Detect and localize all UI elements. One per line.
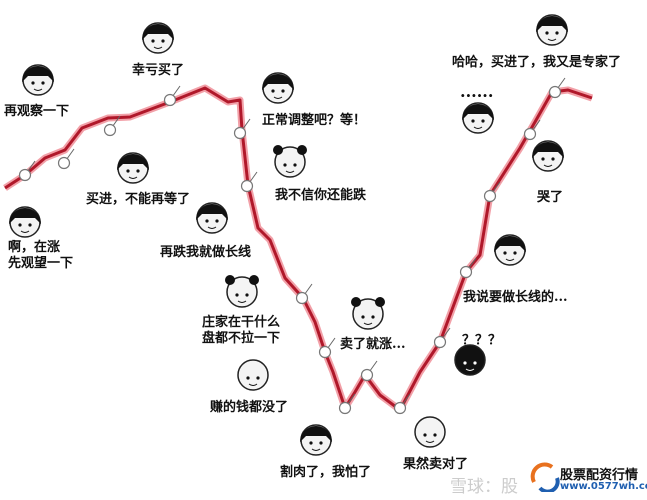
meme-face-icon — [351, 297, 385, 330]
caption-disbelief: 我不信你还能跌 — [275, 188, 367, 203]
meme-face-icon — [262, 72, 294, 104]
caption-cry: 哭了 — [537, 190, 564, 205]
logo-text: 股票配资行情 — [560, 468, 639, 483]
caption-sold-rises: 卖了就涨... — [340, 337, 406, 352]
chart-node — [233, 126, 247, 140]
caption-cut-loss: 割肉了，我怕了 — [280, 465, 372, 480]
chart-node — [523, 127, 537, 141]
caption-normal-adjust: 正常调整吧？等！ — [262, 113, 367, 128]
logo-icon — [530, 462, 560, 492]
caption-buy-in: 买进，不能再等了 — [86, 192, 191, 207]
chart-node — [103, 123, 117, 137]
price-line — [4, 86, 593, 412]
chart-node — [548, 85, 562, 99]
meme-face-icon — [494, 234, 526, 266]
chart-node — [393, 401, 407, 415]
meme-face-icon — [117, 152, 149, 184]
chart-node — [360, 368, 374, 382]
meme-face-icon — [142, 22, 174, 54]
caption-wait-rise: 啊，在涨 先观望一下 — [8, 240, 74, 271]
meme-face-icon — [414, 416, 446, 448]
caption-profit-gone: 赚的钱都没了 — [210, 400, 289, 415]
meme-face-icon — [9, 206, 41, 238]
chart-node — [163, 93, 177, 107]
logo-url: www.0577wh.com — [560, 481, 647, 492]
meme-face-icon — [454, 344, 486, 376]
meme-face-icon — [22, 64, 54, 96]
caption-dealer: 庄家在干什么 盘都不拉一下 — [202, 315, 281, 346]
meme-face-icon — [273, 145, 307, 178]
meme-face-icon — [196, 202, 228, 234]
caption-lucky: 幸亏买了 — [132, 63, 185, 78]
meme-face-icon — [536, 14, 568, 46]
chart-node — [433, 335, 447, 349]
xueqiu-watermark: 雪球：股 — [450, 477, 518, 497]
chart-node — [240, 179, 254, 193]
chart-node — [18, 168, 32, 182]
meme-face-icon — [462, 102, 494, 134]
caption-expert: 哈哈，买进了，我又是专家了 — [452, 55, 622, 70]
chart-node — [57, 156, 71, 170]
caption-observe: 再观察一下 — [4, 104, 70, 119]
chart-node — [295, 291, 309, 305]
chart-node — [318, 345, 332, 359]
caption-long-term: 再跌我就做长线 — [160, 245, 252, 260]
caption-dots: ...... — [460, 82, 494, 101]
chart-node — [483, 189, 497, 203]
caption-right-sell: 果然卖对了 — [403, 457, 469, 472]
caption-said-long: 我说要做长线的... — [463, 290, 568, 305]
meme-face-icon — [237, 359, 269, 391]
meme-face-icon — [532, 140, 564, 172]
caption-question: ？？？ — [462, 333, 502, 348]
meme-face-icon — [225, 275, 259, 308]
meme-face-icon — [300, 424, 332, 456]
chart-node — [338, 401, 352, 415]
chart-node — [459, 265, 473, 279]
